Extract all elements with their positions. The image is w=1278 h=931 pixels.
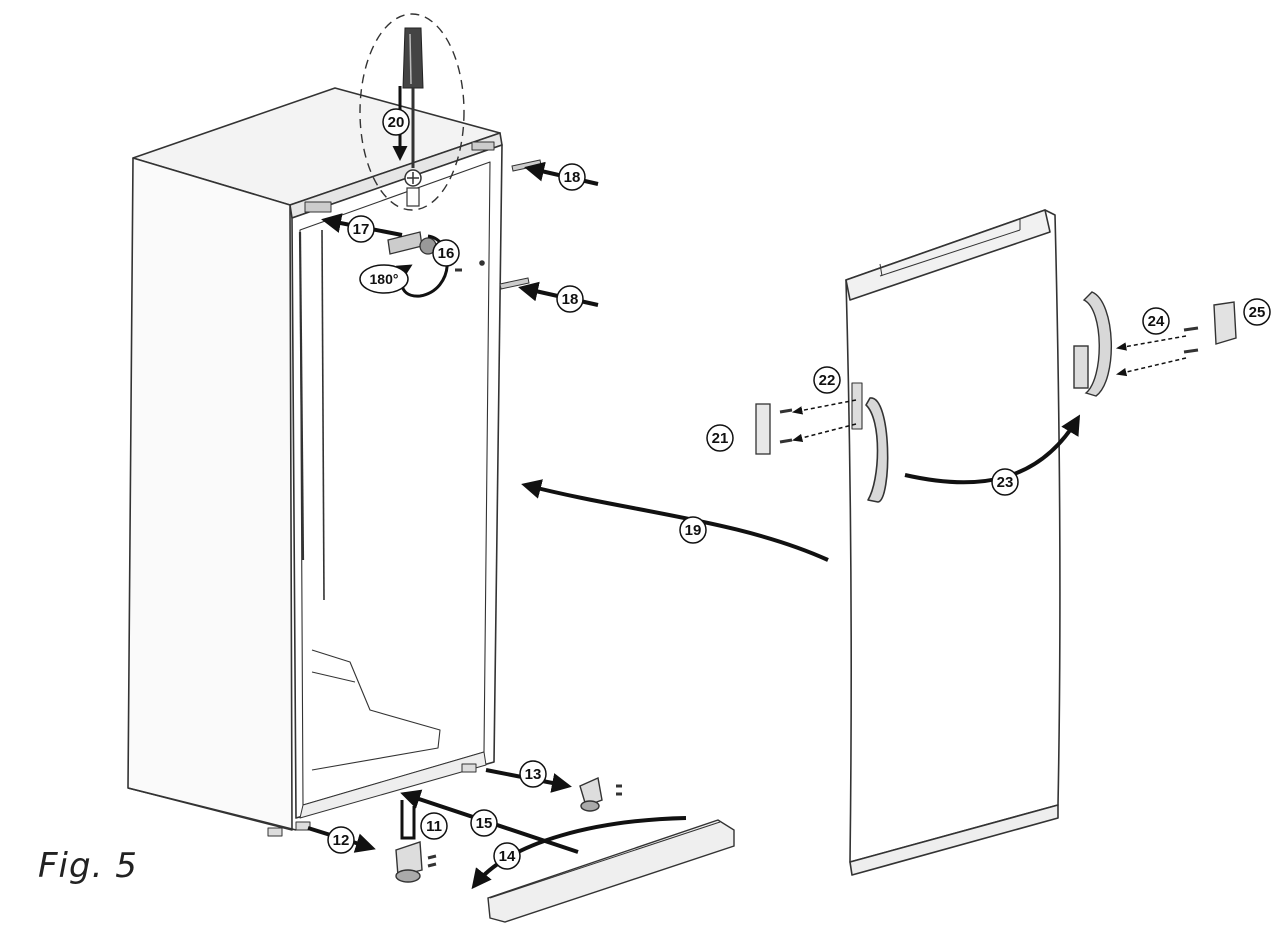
callout-17: 17 [347, 215, 375, 243]
callout-11: 11 [420, 812, 448, 840]
callout-18-top: 18 [558, 163, 586, 191]
angle-badge: 180° [359, 264, 409, 294]
screwdriver-detail [359, 13, 465, 211]
svg-text:18: 18 [562, 291, 579, 308]
svg-text:14: 14 [499, 848, 516, 865]
svg-text:16: 16 [438, 245, 455, 262]
svg-text:23: 23 [997, 474, 1014, 491]
svg-text:11: 11 [426, 818, 442, 835]
callout-20: 20 [382, 108, 410, 136]
svg-text:22: 22 [819, 372, 836, 389]
callout-12: 12 [327, 826, 355, 854]
screw-lines [791, 335, 1187, 442]
callout-19: 19 [679, 516, 707, 544]
svg-text:15: 15 [476, 815, 493, 832]
svg-text:25: 25 [1249, 304, 1266, 321]
callout-24: 24 [1142, 307, 1170, 335]
bottom-parts [395, 776, 735, 923]
callout-13: 13 [519, 760, 547, 788]
callout-18-bottom: 18 [556, 285, 584, 313]
handle-detached [1073, 291, 1237, 397]
callout-23: 23 [991, 468, 1019, 496]
callout-25: 25 [1243, 298, 1271, 326]
svg-text:180°: 180° [370, 271, 399, 287]
svg-text:13: 13 [525, 766, 542, 783]
callouts: 20 17 16 180° 18 18 19 21 [327, 108, 1271, 870]
svg-text:19: 19 [685, 522, 702, 539]
svg-text:12: 12 [333, 832, 350, 849]
svg-text:17: 17 [353, 221, 370, 238]
door [845, 209, 1061, 876]
bracket-21 [755, 403, 793, 455]
svg-text:18: 18 [564, 169, 581, 186]
svg-text:21: 21 [712, 430, 729, 447]
callout-15: 15 [470, 809, 498, 837]
callout-16: 16 [432, 239, 460, 267]
callout-21: 21 [706, 424, 734, 452]
figure-caption: Fig. 5 [38, 846, 138, 886]
callout-22: 22 [813, 366, 841, 394]
svg-text:20: 20 [388, 114, 405, 131]
cabinet [127, 87, 503, 837]
callout-14: 14 [493, 842, 521, 870]
svg-text:24: 24 [1148, 313, 1165, 330]
